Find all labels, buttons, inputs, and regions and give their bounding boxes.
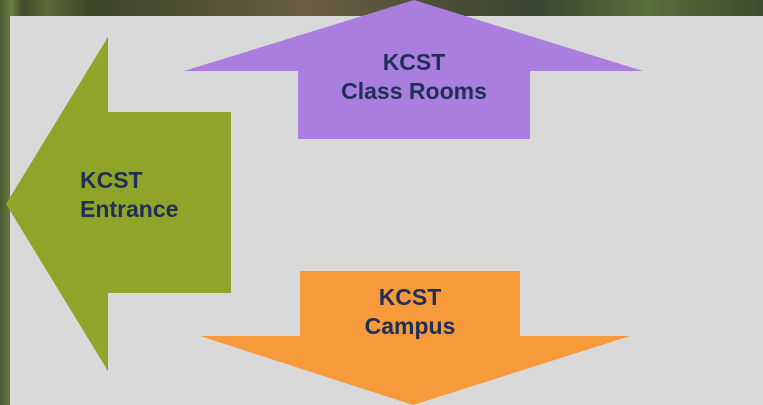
entrance-arrow-label: KCST Entrance bbox=[80, 166, 178, 224]
campus-label-line1: KCST bbox=[378, 284, 442, 310]
entrance-label-line1: KCST bbox=[80, 167, 143, 193]
entrance-arrow bbox=[6, 37, 231, 371]
campus-arrow-label: KCST Campus bbox=[300, 283, 520, 341]
classrooms-arrow-label: KCST Class Rooms bbox=[298, 48, 530, 106]
classrooms-label-line1: KCST bbox=[382, 49, 446, 75]
classrooms-arrow bbox=[184, 0, 643, 139]
classrooms-label-line2: Class Rooms bbox=[341, 78, 487, 104]
entrance-label-line2: Entrance bbox=[80, 196, 179, 222]
campus-arrow bbox=[200, 271, 630, 405]
campus-label-line2: Campus bbox=[364, 313, 456, 339]
